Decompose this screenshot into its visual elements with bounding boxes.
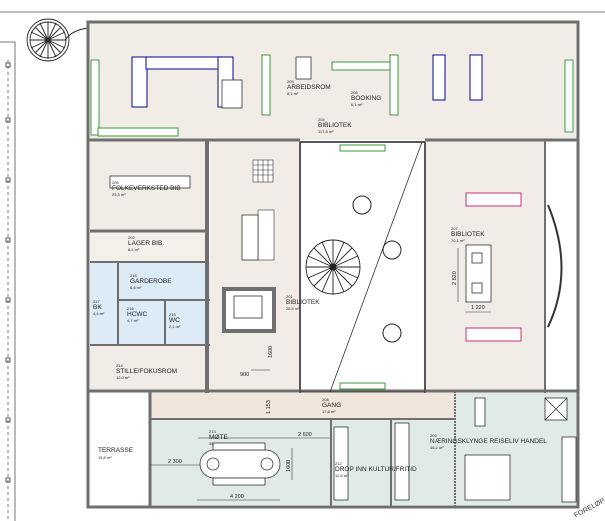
room-name: BIBLIOTEK bbox=[318, 121, 352, 129]
room-name: BK bbox=[93, 303, 102, 311]
room-area: 8,4 m² bbox=[128, 247, 140, 252]
room-number: 208 bbox=[322, 397, 329, 402]
room-area: 6,1 m² bbox=[351, 102, 363, 107]
room-name: LAGER BIB. bbox=[128, 239, 165, 247]
room-name: BIBLIOTEK bbox=[286, 298, 320, 306]
dimension-2600: 2 600 bbox=[298, 432, 312, 438]
floor-204 bbox=[88, 22, 578, 140]
room-area: 70,1 m² bbox=[451, 238, 465, 243]
meeting-table bbox=[199, 442, 281, 486]
grid-shelf bbox=[252, 159, 275, 261]
room-area: 12,6 m² bbox=[335, 473, 349, 478]
room-area: 38, bbox=[209, 441, 215, 446]
room-name: NÆRINGSKLYNGE REISELIV HANDEL bbox=[430, 437, 547, 445]
room-name: STILLE/FOKUSROM bbox=[116, 367, 178, 375]
room-number: 213 bbox=[209, 429, 216, 434]
room-number: 207 bbox=[451, 226, 458, 231]
room-name: MØTE bbox=[209, 433, 228, 441]
floor-wet bbox=[90, 262, 210, 345]
room-number: 212 bbox=[335, 461, 342, 466]
room-number: 203 bbox=[287, 79, 294, 84]
room-name: BOOKING bbox=[351, 94, 382, 102]
room-name: GANG bbox=[322, 401, 342, 409]
desks bbox=[109, 56, 577, 503]
shelves-pink bbox=[465, 192, 522, 342]
room-number: 217 bbox=[93, 299, 100, 304]
room-number: 201 bbox=[286, 294, 293, 299]
room-name: FOLKEVERKSTED BIB bbox=[112, 184, 181, 192]
room-number: 214 bbox=[116, 363, 123, 368]
room-number: 205 bbox=[112, 180, 119, 185]
room-name: GARDEROBE bbox=[130, 277, 172, 285]
room-name: TERRASSE bbox=[98, 447, 134, 454]
floor-214 bbox=[90, 345, 210, 390]
room-area: 17,8 m² bbox=[322, 409, 336, 414]
atrium-void bbox=[299, 141, 426, 393]
room-number: 209 bbox=[430, 433, 437, 438]
site-boundary bbox=[0, 11, 605, 521]
dimension-900: 900 bbox=[240, 372, 250, 378]
room-area: 28,5 m² bbox=[286, 306, 300, 311]
dimension-1153: 1 153 bbox=[266, 400, 272, 414]
room-number: 216 bbox=[127, 306, 134, 311]
dimension-1220: 1 220 bbox=[471, 305, 485, 311]
room-name: WC bbox=[169, 316, 180, 324]
room-area: 2,1 m² bbox=[169, 324, 181, 329]
room-name: DROP INN KULTUR/FRITID bbox=[335, 465, 417, 473]
room-number: 218 bbox=[130, 273, 137, 278]
indoor-spiral-stair bbox=[305, 239, 361, 295]
dimension-4200: 4 200 bbox=[230, 494, 244, 500]
site-markers bbox=[5, 62, 11, 483]
floor-202 bbox=[90, 232, 205, 262]
room-area: 12,0 m² bbox=[116, 375, 130, 380]
room-area: 46,2 m² bbox=[430, 445, 444, 450]
outdoor-spiral-stair bbox=[26, 18, 89, 62]
room-area: 25,3 m² bbox=[112, 192, 126, 197]
room-area: 4,7 m² bbox=[127, 318, 139, 323]
curved-facade bbox=[547, 204, 563, 328]
room-area: 117,8 m² bbox=[318, 129, 334, 134]
shelves-green bbox=[90, 54, 574, 390]
dimension-1600-lower: 1600 bbox=[286, 459, 292, 472]
walls bbox=[86, 20, 580, 509]
table-207 bbox=[465, 244, 492, 303]
room-area: 6,8 m² bbox=[130, 285, 142, 290]
room-number: 206 bbox=[351, 90, 358, 95]
floor-gang bbox=[150, 393, 455, 418]
dimension-lines bbox=[150, 248, 491, 501]
dimension-2820: 2 820 bbox=[452, 271, 458, 285]
trees bbox=[352, 195, 402, 343]
room-name: HCWC bbox=[127, 310, 148, 318]
room-number: 204 bbox=[318, 117, 325, 122]
room-area: 15,8 m² bbox=[98, 454, 112, 460]
room-number: 202 bbox=[128, 235, 135, 240]
room-number: 215 bbox=[169, 312, 176, 317]
room-area: 8,1 m² bbox=[287, 91, 299, 96]
room-name: ARBEIDSROM bbox=[287, 83, 331, 91]
room-area: 4,4 m² bbox=[93, 311, 105, 316]
elevator bbox=[222, 287, 276, 333]
room-name: BIBLIOTEK bbox=[451, 230, 485, 238]
dimension-1600-upper: 1600 bbox=[268, 345, 274, 358]
dimension-2300: 2 300 bbox=[168, 459, 182, 465]
